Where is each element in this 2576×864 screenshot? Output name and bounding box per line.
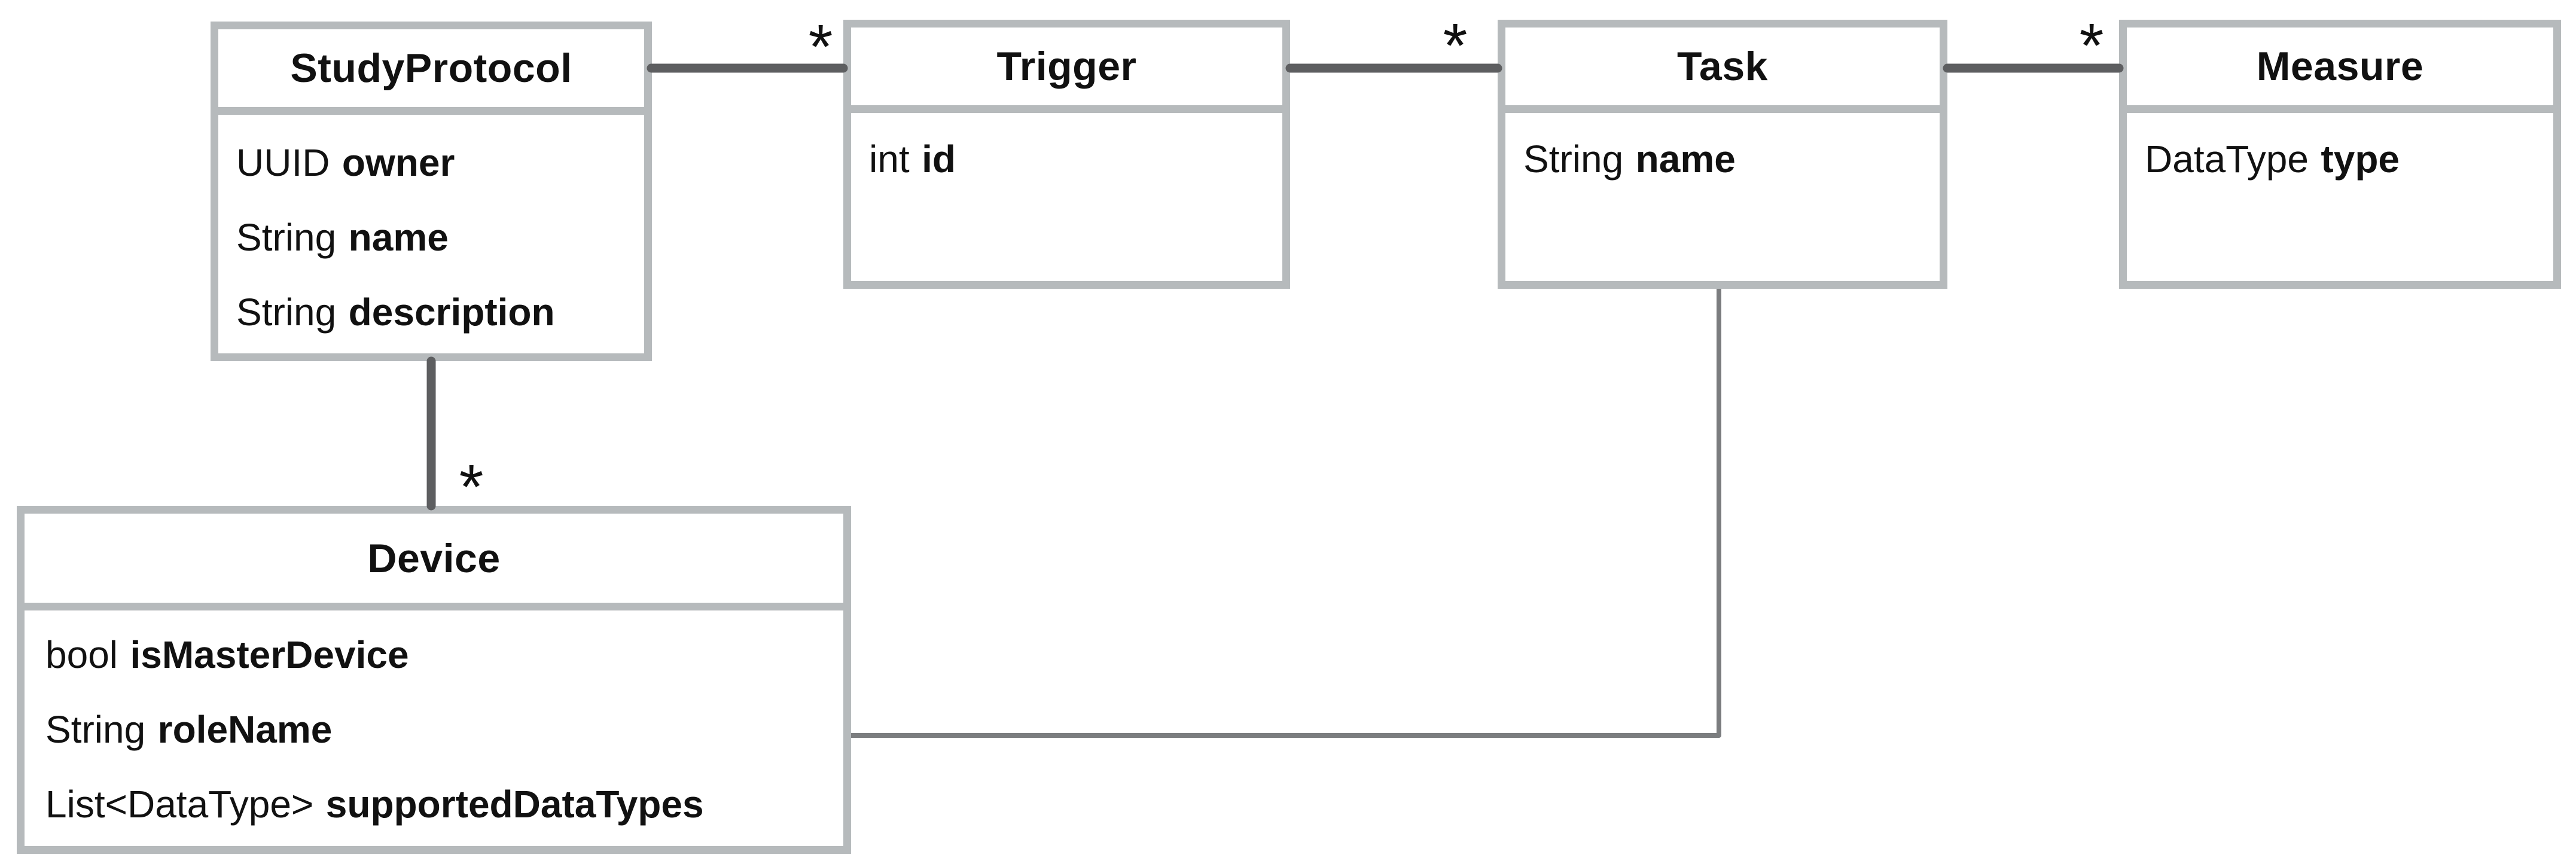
attribute-type: DataType <box>2145 138 2309 181</box>
class-title: Device <box>25 514 843 610</box>
attribute-name: type <box>2321 138 2400 181</box>
class-attributes: String name <box>1505 113 1940 281</box>
multiplicity-label-trigger: * <box>809 12 833 82</box>
class-box-task: Task String name <box>1498 20 1947 289</box>
attribute-row: String name <box>236 200 638 275</box>
class-title: Measure <box>2127 28 2553 113</box>
attribute-name: supportedDataTypes <box>325 783 704 826</box>
class-attributes: bool isMasterDevice String roleName List<D… <box>25 610 843 846</box>
attribute-row: List<DataType> supportedDataTypes <box>45 767 837 842</box>
class-attributes: UUID owner String name String description <box>218 115 644 353</box>
attribute-type: bool <box>45 633 118 676</box>
class-box-measure: Measure DataType type <box>2119 20 2561 289</box>
attribute-row: String name <box>1523 122 1934 197</box>
class-box-studyprotocol: StudyProtocol UUID owner String name Strin… <box>211 22 652 361</box>
attribute-type: String <box>45 708 146 751</box>
multiplicity-label-task: * <box>1443 11 1468 81</box>
attribute-name: owner <box>342 141 455 184</box>
attribute-type: List<DataType> <box>45 783 314 826</box>
attribute-name: id <box>922 138 956 181</box>
attribute-name: name <box>348 216 449 259</box>
attribute-row: UUID owner <box>236 126 638 200</box>
class-attributes: DataType type <box>2127 113 2553 281</box>
attribute-row: DataType type <box>2145 122 2547 197</box>
attribute-name: name <box>1635 138 1736 181</box>
class-title: Trigger <box>851 28 1282 113</box>
class-title: Task <box>1505 28 1940 113</box>
attribute-row: String roleName <box>45 692 837 767</box>
attribute-row: bool isMasterDevice <box>45 618 837 692</box>
attribute-name: description <box>348 291 555 334</box>
attribute-type: String <box>236 291 337 334</box>
attribute-type: String <box>236 216 337 259</box>
class-box-device: Device bool isMasterDevice String roleName… <box>17 506 851 854</box>
attribute-type: String <box>1523 138 1624 181</box>
attribute-row: String description <box>236 275 638 350</box>
attribute-name: isMasterDevice <box>130 633 409 676</box>
attribute-name: roleName <box>157 708 333 751</box>
attribute-type: int <box>869 138 910 181</box>
class-title: StudyProtocol <box>218 29 644 115</box>
multiplicity-label-measure: * <box>2080 11 2104 81</box>
attribute-type: UUID <box>236 141 330 184</box>
relation-line-device-task <box>851 289 1721 738</box>
